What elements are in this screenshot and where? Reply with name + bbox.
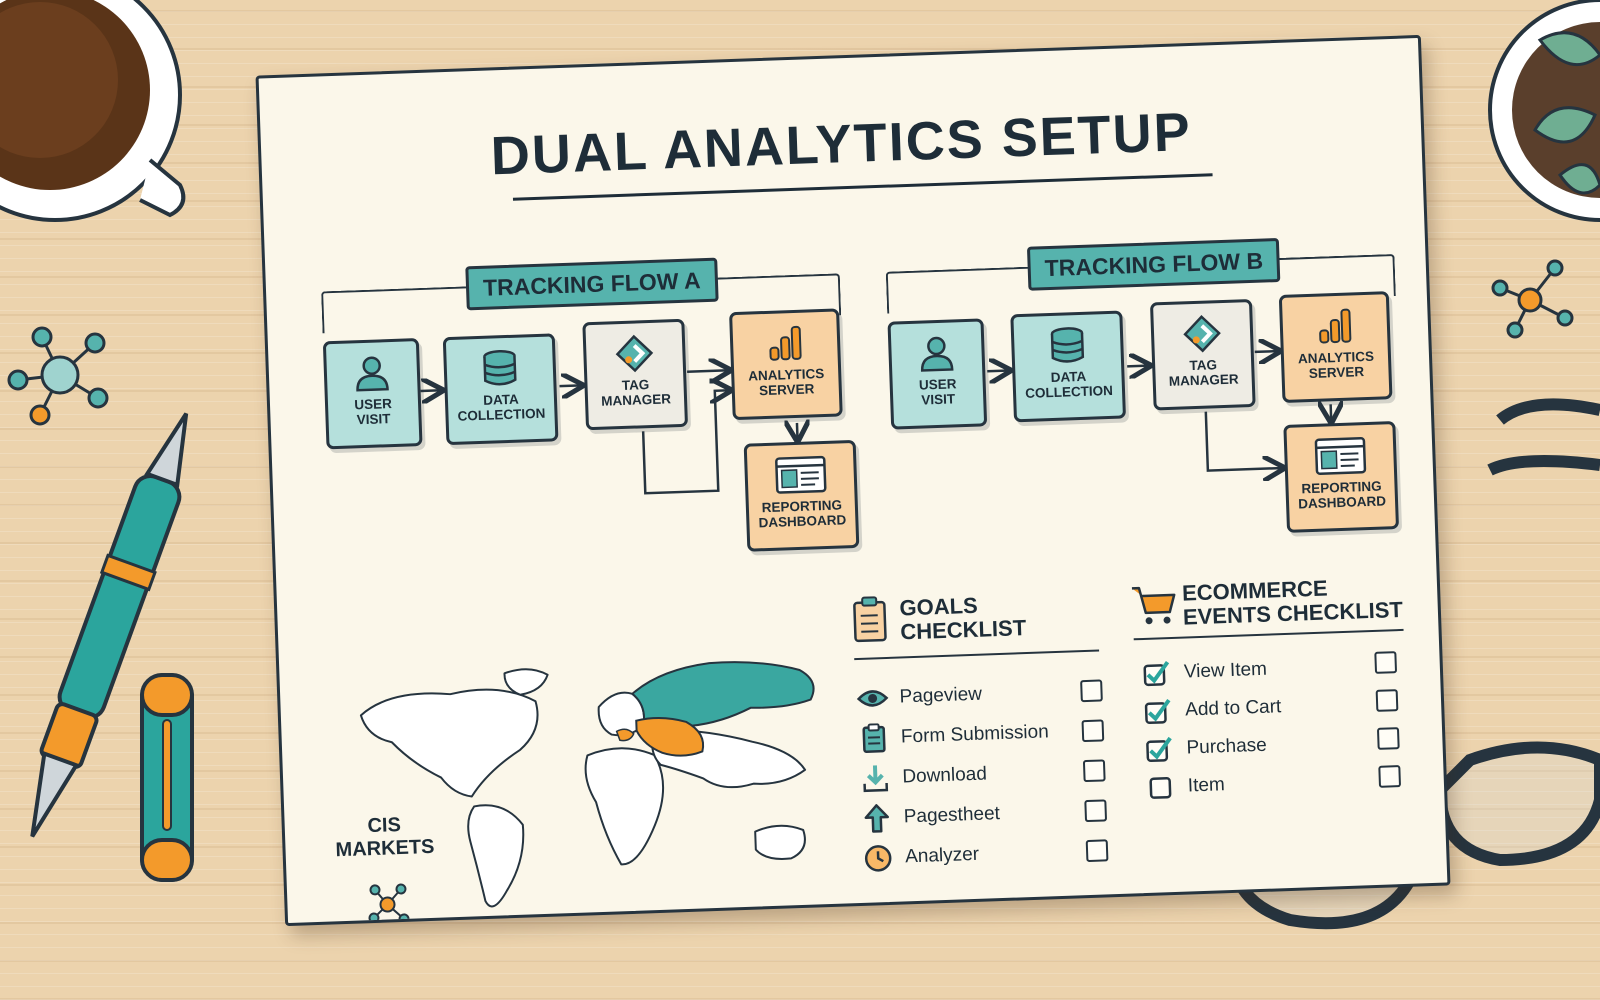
goal-row-form-submission: Form Submission xyxy=(856,716,1049,755)
fountain-pen-icon xyxy=(30,412,189,838)
goal-row-pageview: Pageview xyxy=(855,679,982,715)
check-mark-icon xyxy=(1139,658,1174,689)
ecommerce-checkbox-purchase[interactable] xyxy=(1376,727,1400,750)
flow-b-bypass xyxy=(1204,411,1283,471)
goals-checklist-icon-layer xyxy=(853,586,1176,643)
flow-b-node-user-visit: USER VISIT xyxy=(887,318,988,430)
flow-b-node-reporting-dashboard: REPORTING DASHBOARD xyxy=(1283,421,1400,533)
flow-a-node-tag-manager: TAG MANAGER xyxy=(582,318,689,431)
goal-label: Analyzer xyxy=(904,843,980,868)
database-icon xyxy=(1050,327,1085,363)
map-cis-orange xyxy=(635,717,705,757)
upload-icon xyxy=(859,803,894,834)
ecommerce-label: Purchase xyxy=(1186,734,1268,759)
analytics-icon xyxy=(1319,308,1352,344)
flow-a-arrow-1 xyxy=(420,390,442,391)
ecommerce-row-add-to-cart: Add to Cart xyxy=(1141,691,1282,728)
flow-a-arrow-4 xyxy=(797,423,798,440)
user-icon xyxy=(356,356,389,392)
dashboard-icon xyxy=(775,455,827,494)
flow-connectors xyxy=(420,38,1448,495)
check-mark-icon xyxy=(1141,696,1176,727)
clipboard-icon xyxy=(857,723,892,754)
flow-b-arrow-1 xyxy=(987,370,1009,371)
map-greenland xyxy=(503,668,549,696)
ecommerce-checkbox-item[interactable] xyxy=(1378,765,1402,788)
map-south-america xyxy=(467,804,525,908)
flow-b-node-data-collection: DATA COLLECTION xyxy=(1010,310,1127,423)
flow-a-node-data-collection: DATA COLLECTION xyxy=(442,333,559,446)
goal-label: Pagestheet xyxy=(903,803,1001,828)
goals-checklist-heading: GOALS CHECKLIST xyxy=(899,592,1027,645)
flow-b-node-analytics-server: ANALYTICS SERVER xyxy=(1278,291,1393,403)
flow-b-node-tag-manager: TAG MANAGER xyxy=(1149,298,1256,411)
goal-row-download: Download xyxy=(858,759,988,795)
ecommerce-label: Add to Cart xyxy=(1184,696,1282,721)
goal-label: Download xyxy=(902,763,988,788)
flow-a-arrow-2 xyxy=(559,385,582,386)
goal-checkbox-download[interactable] xyxy=(1082,759,1106,783)
goal-row-analyzer: Analyzer xyxy=(861,839,980,875)
map-cis-orange-small xyxy=(615,728,635,742)
ecommerce-row-item: Item xyxy=(1143,769,1225,804)
flow-b-arrow-4 xyxy=(1331,404,1332,421)
map-africa xyxy=(584,747,665,866)
tag-manager-icon xyxy=(1183,314,1221,353)
ecommerce-row-view-item: View Item xyxy=(1139,654,1267,690)
flow-b-arrow-3 xyxy=(1254,351,1279,352)
goal-label: Pageview xyxy=(899,683,983,708)
database-icon xyxy=(483,349,517,386)
ecommerce-label: Item xyxy=(1187,774,1226,797)
ecommerce-checklist-heading: ECOMMERCE EVENTS CHECKLIST xyxy=(1181,575,1404,630)
flow-a-node-reporting-dashboard: REPORTING DASHBOARD xyxy=(743,439,860,552)
diagram-sheet: DUAL ANALYTICS SETUP TRACKING FLOW A TRA… xyxy=(255,34,1451,927)
map-australia xyxy=(754,824,806,860)
download-icon xyxy=(858,763,893,794)
goal-checkbox-analyzer[interactable] xyxy=(1085,839,1109,863)
ecommerce-checkbox-add-to-cart[interactable] xyxy=(1375,689,1399,712)
network-icon-right xyxy=(1491,259,1574,339)
ecommerce-checkbox-view-item[interactable] xyxy=(1374,651,1398,674)
ecommerce-cart-icon xyxy=(1131,586,1176,625)
ecommerce-label: View Item xyxy=(1183,658,1268,683)
plant-icon xyxy=(1488,0,1600,222)
coffee-cup-icon xyxy=(0,0,186,222)
clock-icon xyxy=(861,843,896,874)
goal-checkbox-pageview[interactable] xyxy=(1080,679,1103,703)
network-icon-left xyxy=(7,326,109,426)
checklist-clipboard-icon xyxy=(853,596,887,643)
goal-row-pagestheet: Pagestheet xyxy=(859,798,1000,835)
dashboard-icon xyxy=(1314,436,1367,475)
goal-checkbox-pagestheet[interactable] xyxy=(1084,799,1108,823)
tag-manager-icon xyxy=(615,334,654,373)
map-network-icon xyxy=(368,883,410,923)
flow-b-arrow-2 xyxy=(1127,366,1149,367)
checkbox-empty-icon xyxy=(1143,772,1178,803)
analytics-icon xyxy=(769,325,802,361)
world-map xyxy=(359,661,815,923)
pen-cap-icon xyxy=(140,673,194,882)
check-mark-icon xyxy=(1142,734,1177,765)
flow-a-arrow-3 xyxy=(687,370,729,371)
goal-label: Form Submission xyxy=(900,721,1050,748)
goal-checkbox-form-submission[interactable] xyxy=(1081,719,1105,743)
map-north-america xyxy=(359,688,539,798)
user-icon xyxy=(920,336,954,372)
eye-icon xyxy=(855,687,890,710)
flow-a-node-analytics-server: ANALYTICS SERVER xyxy=(729,308,843,421)
ecommerce-row-purchase: Purchase xyxy=(1142,730,1267,766)
flow-a-node-user-visit: USER VISIT xyxy=(322,338,423,450)
flow-a-bypass xyxy=(641,390,733,495)
